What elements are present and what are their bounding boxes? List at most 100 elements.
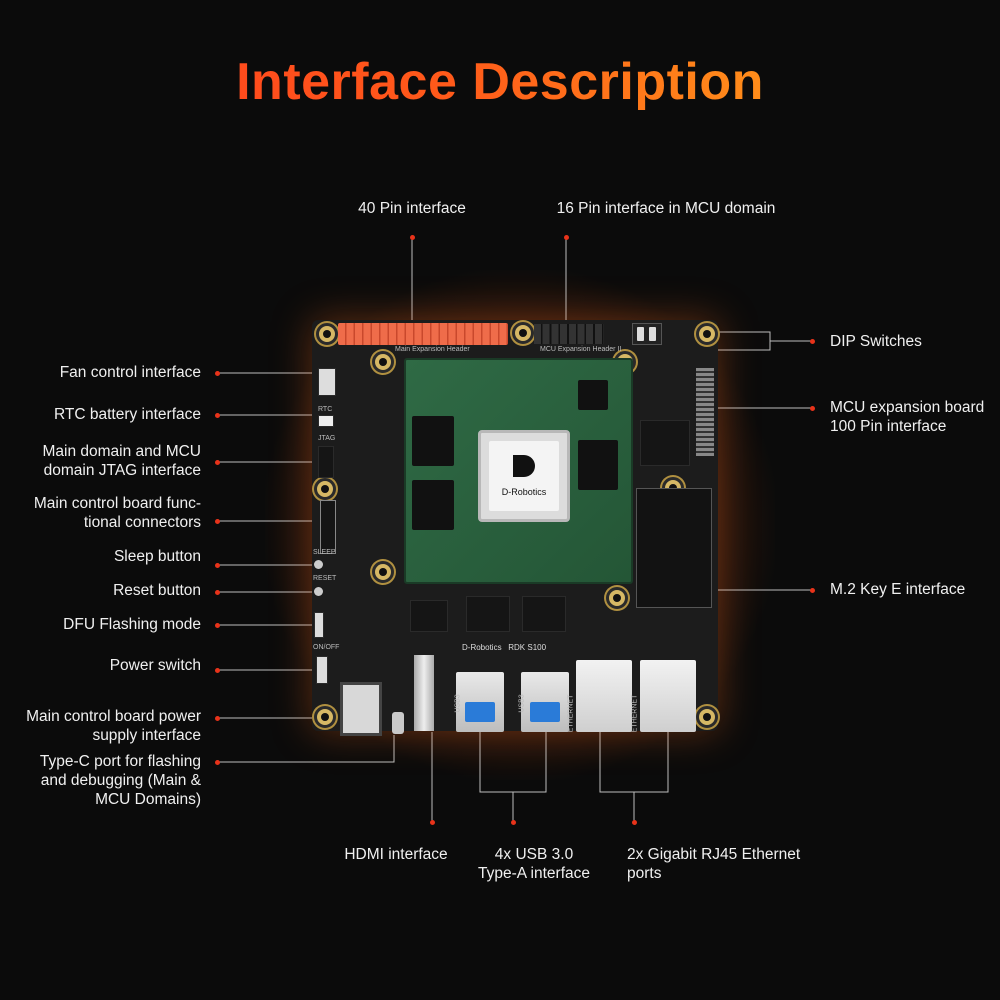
label-usb-1: 4x USB 3.0 (494, 846, 574, 863)
ic-chip (466, 596, 510, 632)
label-reset: Reset button (113, 582, 201, 599)
pin-header-40 (338, 323, 508, 345)
callout-dot (511, 820, 516, 825)
label-fan: Fan control interface (59, 364, 201, 381)
callout-dot (810, 406, 815, 411)
dfu-switch[interactable] (314, 612, 324, 638)
mount-hole (606, 587, 628, 609)
board-brand-name: D-Robotics (462, 643, 502, 652)
label-hdmi: HDMI interface (344, 846, 448, 863)
m2-slot (636, 488, 712, 608)
callout-dot (215, 413, 220, 418)
fan-connector (318, 368, 336, 396)
label-func-2: tional connectors (83, 514, 201, 531)
mount-hole (372, 351, 394, 373)
d-robotics-logo-icon (513, 455, 535, 477)
callout-dot (410, 235, 415, 240)
label-power-2: supply interface (92, 727, 201, 744)
callout-dot (430, 820, 435, 825)
mcu-expansion-connector (696, 368, 714, 456)
callout-dot (215, 590, 220, 595)
label-jtag-2: domain JTAG interface (43, 462, 201, 479)
label-mcu-exp-1: MCU expansion board (830, 399, 985, 416)
silk-usb3: USB3 (454, 694, 462, 713)
callout-dot (810, 339, 815, 344)
silk-reset: RESET (313, 575, 337, 582)
soc-chip: D-Robotics (478, 430, 570, 522)
ram-chip (412, 480, 454, 530)
silk-sleep: SLEEP (313, 549, 336, 556)
callout-dot (215, 760, 220, 765)
hdmi-port (414, 655, 434, 731)
usb-port (456, 672, 504, 732)
board-brand: D-Robotics RDK S100 (462, 643, 546, 652)
label-sleep: Sleep button (113, 548, 201, 565)
typec-port (392, 712, 404, 734)
label-16pin: 16 Pin interface in MCU domain (556, 200, 776, 217)
ic-chip (410, 600, 448, 632)
callout-dot (215, 371, 220, 376)
ram-chip (412, 416, 454, 466)
label-power-switch: Power switch (109, 657, 201, 674)
page-title: Interface Description (0, 52, 1000, 112)
label-power-1: Main control board power (26, 708, 201, 725)
label-dfu: DFU Flashing mode (63, 616, 201, 633)
pin-header-16 (534, 324, 604, 344)
label-usb-2: Type-A interface (477, 865, 590, 882)
leader-usb-a (479, 732, 547, 793)
label-mcu-exp-2: 100 Pin interface (830, 418, 947, 435)
leader-eth-a (599, 732, 669, 793)
function-connector (320, 500, 336, 554)
mount-hole (696, 323, 718, 345)
callout-dot (810, 588, 815, 593)
mount-hole (316, 323, 338, 345)
callout-dot (215, 519, 220, 524)
ic-chip (640, 420, 690, 466)
jtag-connector (318, 446, 334, 478)
label-jtag-1: Main domain and MCU (42, 443, 201, 460)
mount-hole (696, 706, 718, 728)
callout-dot (215, 716, 220, 721)
dip-switch[interactable] (637, 327, 644, 341)
silk-rtc: RTC (318, 406, 333, 413)
label-40pin: 40 Pin interface (358, 200, 466, 217)
label-func-1: Main control board func- (33, 495, 201, 512)
sleep-button[interactable] (314, 560, 323, 569)
usb-port (521, 672, 569, 732)
silk-main-header: Main Expansion Header (395, 346, 470, 353)
label-typec-3: MCU Domains) (95, 791, 201, 808)
label-dip: DIP Switches (830, 333, 922, 350)
silk-jtag: JTAG (318, 435, 336, 442)
callout-dot (564, 235, 569, 240)
rtc-connector (318, 415, 334, 427)
dip-switches[interactable] (632, 323, 662, 345)
dip-switch[interactable] (649, 327, 656, 341)
silk-ethernet: ETHERNET (631, 694, 639, 733)
silk-ethernet: ETHERNET (567, 694, 575, 733)
ic-chip (522, 596, 566, 632)
reset-button[interactable] (314, 587, 323, 596)
label-typec-1: Type-C port for flashing (39, 753, 201, 770)
mount-hole (512, 322, 534, 344)
mount-hole (372, 561, 394, 583)
label-eth-1: 2x Gigabit RJ45 Ethernet (627, 846, 801, 863)
callout-dot (215, 623, 220, 628)
ethernet-port (576, 660, 632, 732)
label-rtc: RTC battery interface (53, 406, 201, 423)
board-model: RDK S100 (508, 643, 547, 652)
leader-typec (218, 735, 395, 763)
silk-mcu-header: MCU Expansion Header II (540, 346, 622, 353)
power-jack (340, 682, 382, 736)
ethernet-port (640, 660, 696, 732)
callout-dot (215, 563, 220, 568)
mount-hole (314, 706, 336, 728)
silk-usb3: USB3 (518, 694, 526, 713)
callout-dot (632, 820, 637, 825)
silk-onoff: ON/OFF (313, 644, 340, 651)
label-eth-2: ports (627, 865, 662, 882)
callout-dot (215, 460, 220, 465)
power-switch[interactable] (316, 656, 328, 684)
ic-chip (578, 380, 608, 410)
chip-brand-label: D-Robotics (501, 487, 547, 497)
mount-hole (314, 478, 336, 500)
